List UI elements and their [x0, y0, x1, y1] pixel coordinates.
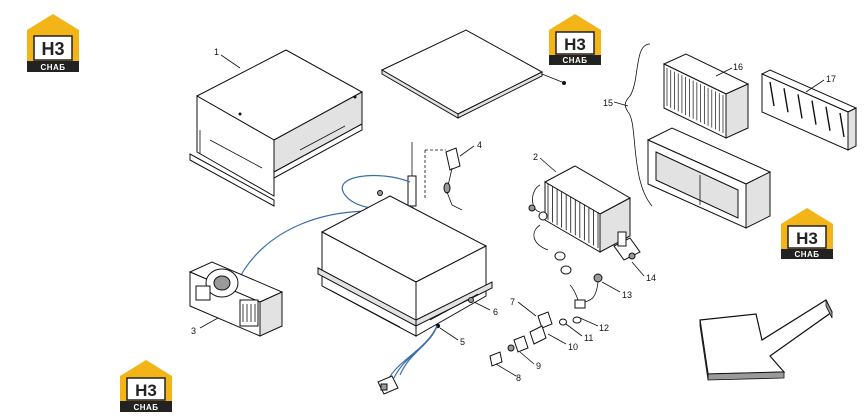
callout-8: 8	[516, 373, 521, 383]
logo-caption: СНАБ	[133, 403, 158, 412]
grille-slat	[797, 94, 803, 119]
logo-badge-text: H3	[41, 39, 64, 59]
callout-16: 16	[733, 62, 743, 72]
grille-slat	[811, 100, 817, 125]
logo-badge-text: H3	[796, 229, 818, 248]
grille-slat	[825, 106, 831, 131]
part-wire-harness	[377, 323, 441, 395]
callout-6: 6	[493, 307, 498, 317]
part-thermostat-switch	[377, 142, 463, 250]
callout-4: 4	[477, 140, 482, 150]
callout-1: 1	[214, 47, 219, 57]
callout-10: 10	[568, 342, 578, 352]
callout-9: 9	[536, 361, 541, 371]
callout-13: 13	[622, 290, 632, 300]
part-lower-housing	[317, 195, 493, 337]
callout-3: 3	[191, 326, 196, 336]
part-air-filter	[662, 53, 750, 139]
logo-caption: СНАБ	[40, 63, 65, 72]
part-top-plate	[380, 29, 566, 119]
grille-slat	[769, 81, 775, 107]
callout-5: 5	[460, 337, 465, 347]
part-fittings	[468, 273, 603, 367]
part-air-box	[646, 127, 772, 229]
direction-arrow-icon	[699, 299, 833, 381]
callout-11: 11	[584, 333, 593, 343]
logo-caption: СНАБ	[794, 250, 819, 259]
part-blower-motor	[188, 261, 284, 337]
callout-14: 14	[646, 273, 656, 283]
watermark-logo: H3 СНАБ	[549, 14, 601, 65]
logo-caption: СНАБ	[562, 56, 587, 65]
part-vent-grille	[760, 69, 858, 151]
callout-12: 12	[599, 323, 609, 333]
callout-2: 2	[533, 152, 538, 162]
leader-lines	[199, 54, 825, 377]
logo-badge-text: H3	[135, 381, 157, 400]
assembly-bracket-15	[624, 43, 653, 207]
callout-15: 15	[603, 98, 613, 108]
callout-7: 7	[510, 297, 515, 307]
logo-badge-text: H3	[564, 35, 586, 54]
grille-slat	[783, 88, 789, 113]
watermark-logo: H3 СНАБ	[781, 208, 833, 259]
callout-numbers: 1 2 3 4 5 6 7 8 9 10 11 12 13 14 15 16 1…	[191, 47, 836, 383]
grille-slat	[839, 112, 845, 138]
part-valve	[613, 231, 641, 261]
watermark-logo: H3 СНАБ	[27, 14, 79, 72]
watermark-logo: H3 СНАБ	[120, 360, 172, 412]
callout-17: 17	[826, 74, 836, 84]
part-heater-core	[528, 165, 632, 275]
part-housing-cover	[189, 49, 364, 207]
